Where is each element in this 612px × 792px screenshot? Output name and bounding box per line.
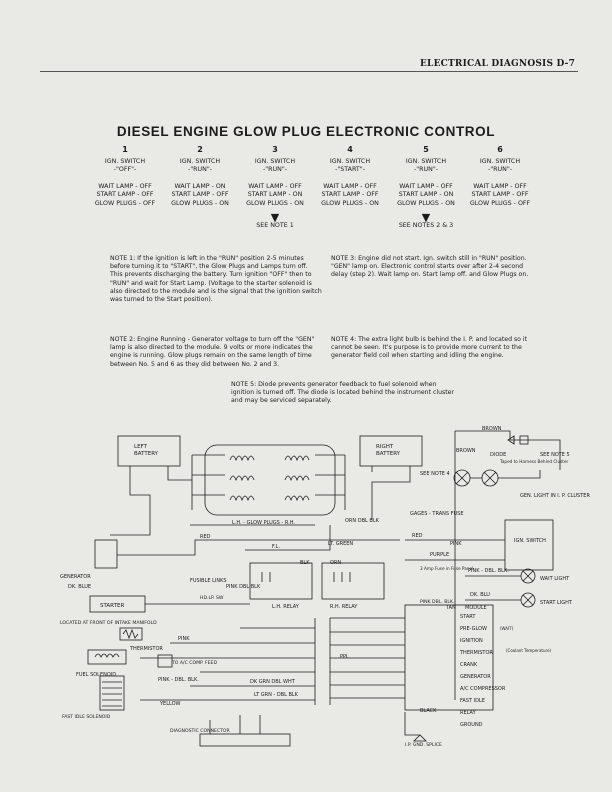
note-3: NOTE 3: Engine did not start. Ign. switc… <box>331 255 529 279</box>
rh-relay-label: R.H. RELAY <box>330 604 358 610</box>
gages-fuse-label: GAGES - TRANS FUSE <box>410 511 464 517</box>
pink-wire-label: PINK <box>178 636 190 642</box>
note-2: NOTE 2: Engine Running - Generator volta… <box>110 336 315 368</box>
black-wire-label: BLACK <box>420 708 437 714</box>
dk-blu-label: DK. BLU <box>470 592 490 598</box>
step-column-3: IGN. SWITCH -"RUN"- WAIT LAMP - OFF STAR… <box>246 158 304 207</box>
fl-label: F.L. <box>272 544 280 550</box>
note-5: NOTE 5: Diode prevents generator feedbac… <box>231 381 455 405</box>
diag-connector-label: DIAGNOSTIC CONNECTOR <box>170 728 231 734</box>
tan-wire-label: TAN <box>445 605 456 611</box>
note-4: NOTE 4: The extra light bulb is behind t… <box>331 336 528 360</box>
step-number: 4 <box>347 145 353 154</box>
note-1: NOTE 1: If the ignition is left in the "… <box>110 255 322 304</box>
dk-blue-label: DK. BLUE <box>68 584 91 590</box>
located-label: LOCATED AT FRONT OF INTAKE MANIFOLD <box>60 620 157 626</box>
module-pin: GROUND <box>460 722 483 728</box>
wait-light-label: WAIT LIGHT <box>540 576 570 582</box>
ign-switch-box <box>504 519 554 571</box>
brown-wire-label: BROWN <box>456 448 476 454</box>
lt-green-label: LT. GREEN <box>328 541 353 547</box>
amp-fuse-label: 3 Amp Fuse in Fuse Panel <box>420 566 473 571</box>
lh-relay-box <box>249 562 313 600</box>
module-pin: CRANK <box>460 662 478 668</box>
right-battery-box <box>359 435 423 467</box>
ign-switch-label: IGN. SWITCH <box>514 538 546 544</box>
generator-label: GENERATOR <box>60 574 91 580</box>
pink-dbl-blk-label: PINK DBL. BLK. <box>420 599 454 605</box>
hdlp-sw-label: HD.LP. SW <box>200 595 224 601</box>
diode-label: DIODE <box>490 452 506 458</box>
purple-wire-label: PURPLE <box>430 552 449 558</box>
fast-idle-solenoid-label: FAST IDLE SOLENOID <box>62 714 111 720</box>
to-ac-label: TO A/C COMP. FEED <box>171 660 217 666</box>
module-pin: RELAY <box>460 710 477 716</box>
taped-label: Taped to Harness Behind Cluster <box>499 459 569 464</box>
thermistor-label: THERMISTOR <box>129 646 163 652</box>
step-number: 3 <box>272 145 278 154</box>
module-pin: FAST IDLE <box>460 698 485 704</box>
starter-label: STARTER <box>100 603 124 609</box>
ip-gnd-label: I.P. GND. SPLICE <box>405 742 442 748</box>
rh-relay-box <box>321 562 385 600</box>
module-pin: GENERATOR <box>460 674 491 680</box>
ppl-label: PPL <box>340 654 349 660</box>
yellow-wire-label: YELLOW <box>159 701 181 707</box>
lh-relay-label: L.H. RELAY <box>272 604 300 610</box>
module-pin-tag: (WAIT) <box>500 626 514 631</box>
module-label: MODULE <box>465 605 487 611</box>
step-column-5: IGN. SWITCH -"RUN"- WAIT LAMP - OFF STAR… <box>397 158 455 207</box>
left-battery-box <box>117 435 181 467</box>
see-note-5-label: SEE NOTE 5 <box>540 452 570 458</box>
arrow-down-icon: ▼ <box>270 211 280 224</box>
right-battery-label: RIGHT <box>376 444 394 450</box>
step-column-6: IGN. SWITCH -"RUN"- WAIT LAMP - OFF STAR… <box>469 158 531 207</box>
arrow-down-icon: ▼ <box>421 211 431 224</box>
module-pin: START <box>460 614 476 620</box>
section-header: ELECTRICAL DIAGNOSIS D-7 <box>420 59 576 69</box>
red-wire-label: RED <box>412 533 423 539</box>
step-column-2: IGN. SWITCH -"RUN"- WAIT LAMP - ON START… <box>171 158 229 207</box>
header-rule <box>40 71 578 72</box>
orn-dbl-blk-label: ORN DBL BLK <box>345 518 380 524</box>
gen-light-label: GEN. LIGHT IN I. P. CLUSTER <box>520 493 590 499</box>
pink-dbl-blk-label: PINK - DBL. BLK. <box>158 677 199 683</box>
blk-label: BLK <box>300 560 310 566</box>
pink-wire-label: PINK <box>450 541 462 547</box>
module-pin: THERMISTOR <box>459 650 493 656</box>
left-battery-label: LEFT <box>134 444 148 450</box>
red-wire-label: RED <box>200 534 211 540</box>
step-number: 2 <box>197 145 203 154</box>
coolant-temp-label: (Coolant Temperature) <box>506 648 552 653</box>
module-pin: A/C COMPRESSOR <box>460 686 506 692</box>
see-note-label: SEE NOTE 1 <box>256 222 294 229</box>
pink-dbl-blk-label: PINK - DBL. BLK. <box>468 568 509 574</box>
step-number: 5 <box>423 145 429 154</box>
see-note-4-label: SEE NOTE 4 <box>420 471 450 477</box>
right-battery-label: BATTERY <box>376 451 401 457</box>
brown-wire-label: BROWN <box>482 426 502 432</box>
start-light-label: START LIGHT <box>540 600 573 606</box>
orn-label: ORN <box>330 560 341 566</box>
step-column-1: IGN. SWITCH -"OFF"- WAIT LAMP - OFF STAR… <box>94 158 156 207</box>
glow-plugs-label: L.H. - GLOW PLUGS - R.H. <box>232 520 295 526</box>
page-title: DIESEL ENGINE GLOW PLUG ELECTRONIC CONTR… <box>116 124 496 139</box>
left-battery-label: BATTERY <box>134 451 159 457</box>
step-number: 6 <box>497 145 503 154</box>
step-column-4: IGN. SWITCH -"START"- WAIT LAMP - OFF ST… <box>321 158 379 207</box>
pink-dbl-blk-label: PINK DBL BLK <box>226 584 261 590</box>
lt-grn-dbl-blk-label: LT GRN - DBL BLK <box>254 692 299 698</box>
fusible-links-label: FUSIBLE LINKS <box>190 578 227 584</box>
see-note-label: SEE NOTES 2 & 3 <box>398 222 454 229</box>
dk-grn-dbl-wht-label: DK GRN DBL WHT <box>250 679 296 685</box>
module-pin: PRE-GLOW <box>460 626 487 632</box>
step-number: 1 <box>122 145 128 154</box>
fuel-solenoid-label: FUEL SOLENOID <box>76 672 116 678</box>
module-pin: IGNITION <box>460 638 483 644</box>
